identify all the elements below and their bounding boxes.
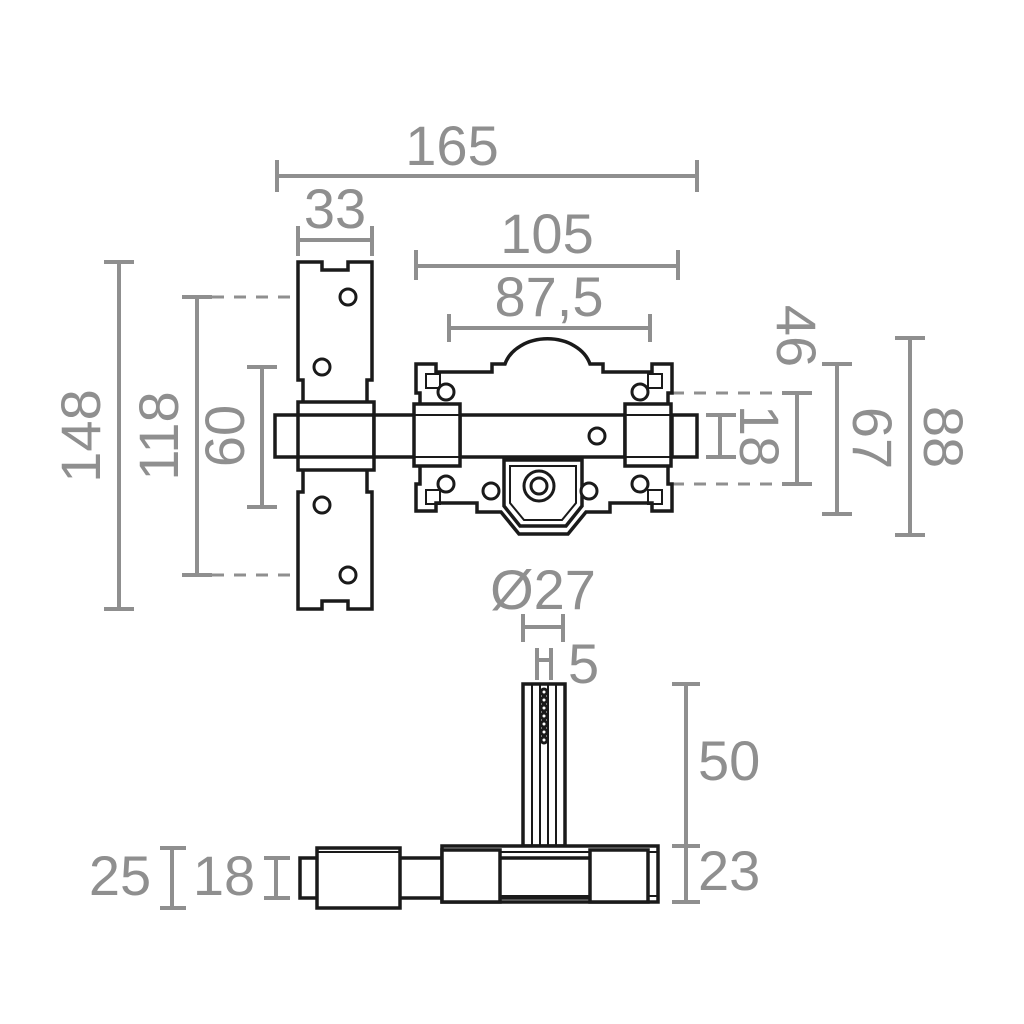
- dim-overall-height: 88: [912, 406, 975, 468]
- bolt-hole: [587, 426, 607, 446]
- dim-plate-inner-holes: 60: [193, 405, 256, 467]
- screw-hole: [338, 287, 358, 307]
- dim-cylinder-diameter: Ø27: [490, 558, 596, 621]
- bolt-bar: [372, 413, 418, 459]
- dim-body-width: 105: [500, 202, 593, 265]
- dimension-labels: 165 33 105 87,5 148 118 60 18 46 67 88 Ø…: [49, 114, 975, 907]
- screw-hole: [481, 481, 501, 501]
- dim-plate-width: 33: [304, 177, 366, 240]
- dim-cam-thickness: 5: [568, 632, 599, 695]
- dim-hole-spacing: 87,5: [495, 265, 604, 328]
- screw-hole: [436, 474, 456, 494]
- screw-hole: [579, 481, 599, 501]
- screw-hole: [338, 565, 358, 585]
- strike-plate: [273, 260, 376, 611]
- lock-body: [412, 337, 699, 536]
- dim-side-bolt-height: 18: [193, 844, 255, 907]
- key-pins: [539, 687, 549, 745]
- dim-side-height-right: 23: [698, 839, 760, 902]
- screw-hole: [630, 382, 650, 402]
- dim-side-height-left: 25: [89, 844, 151, 907]
- dim-overall-width: 165: [405, 114, 498, 177]
- dim-cam-length: 50: [698, 729, 760, 792]
- screw-hole: [630, 474, 650, 494]
- keyhole-inner: [529, 476, 549, 496]
- screw-hole: [312, 357, 332, 377]
- dimension-lines: [104, 160, 925, 910]
- dim-body-height: 67: [841, 407, 904, 469]
- dim-bolt-height: 18: [728, 405, 791, 467]
- dim-plate-hole-spacing: 118: [127, 391, 190, 480]
- screw-hole: [436, 382, 456, 402]
- screw-hole: [312, 495, 332, 515]
- dim-cylinder-offset: 46: [765, 305, 828, 367]
- side-view: [298, 682, 660, 910]
- dim-plate-height: 148: [49, 389, 112, 482]
